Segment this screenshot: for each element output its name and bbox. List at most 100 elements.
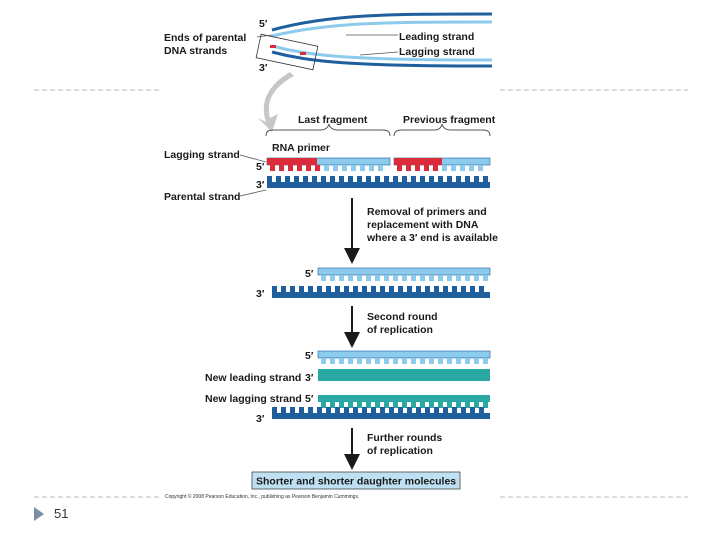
- stage3-parental-strand-base: [326, 407, 331, 414]
- new-lagging-base: [339, 402, 344, 408]
- previous-fragment-dna-base: [451, 165, 456, 171]
- rna-primer-previous: [394, 158, 442, 165]
- stage2-parental-strand: [272, 292, 490, 298]
- parental-strand-1-base: [402, 176, 407, 183]
- stage2-parental-strand-base: [380, 286, 385, 293]
- stage3-five-prime-b: 5′: [305, 393, 314, 405]
- parental-strand-1-base: [420, 176, 425, 183]
- ends-label-line1: Ends of parental: [164, 32, 246, 44]
- stage3-top-strand-base: [456, 358, 461, 364]
- new-lagging-base: [330, 402, 335, 408]
- stage2-parental-strand-base: [290, 286, 295, 293]
- parental-strand-1-base: [483, 176, 488, 183]
- stage2-five-prime: 5′: [305, 268, 314, 280]
- previous-fragment-dna-base: [442, 165, 447, 171]
- step3-line1: Further rounds: [367, 432, 442, 444]
- stage2-top-strand-base: [375, 275, 380, 281]
- stage2-parental-strand-base: [317, 286, 322, 293]
- new-lagging-base: [384, 402, 389, 408]
- last-fragment-dna-base: [378, 165, 383, 171]
- parental-strand-1-base: [303, 176, 308, 183]
- stage3-top-strand-base: [384, 358, 389, 364]
- stage2-parental-strand-base: [461, 286, 466, 293]
- new-lagging-strand-label: New lagging strand: [205, 393, 302, 405]
- stage2-parental-strand-base: [335, 286, 340, 293]
- last-fragment-dna-base: [351, 165, 356, 171]
- stage3-top-strand-base: [438, 358, 443, 364]
- stage2-parental-strand-base: [434, 286, 439, 293]
- stage3-parental-strand-base: [470, 407, 475, 414]
- step1-line3: where a 3′ end is available: [366, 232, 498, 244]
- stage3-five-prime: 5′: [305, 350, 314, 362]
- result-label: Shorter and shorter daughter molecules: [256, 476, 456, 488]
- rna-primer-base: [424, 165, 429, 171]
- ends-label-line2: DNA strands: [164, 45, 227, 57]
- step2-line1: Second round: [367, 311, 438, 323]
- lagging-strand-label-top: Lagging strand: [399, 46, 475, 58]
- stage3-top-strand-base: [447, 358, 452, 364]
- rna-primer-base: [315, 165, 320, 171]
- step1-line1: Removal of primers and: [367, 206, 487, 218]
- stage2-top-strand-base: [402, 275, 407, 281]
- stage3-parental-strand-base: [389, 407, 394, 414]
- stage3-parental-strand-base: [290, 407, 295, 414]
- step2-line2: of replication: [367, 324, 433, 336]
- last-fragment-brace: [265, 123, 391, 137]
- parental-strand-1-base: [456, 176, 461, 183]
- stage3-parental-strand-base: [362, 407, 367, 414]
- stage2-parental-strand-base: [362, 286, 367, 293]
- step3-line2: of replication: [367, 445, 433, 457]
- new-lagging-base: [474, 402, 479, 408]
- stage2-top-strand-base: [474, 275, 479, 281]
- stage3-top-strand-base: [348, 358, 353, 364]
- rna-primer-base: [279, 165, 284, 171]
- last-fragment-dna-base: [324, 165, 329, 171]
- stage2-parental-strand-base: [299, 286, 304, 293]
- new-leading-strand: [318, 369, 490, 381]
- stage2-top-strand: [317, 267, 491, 276]
- stage3-parental-strand-base: [425, 407, 430, 414]
- parental-strand-1-base: [447, 176, 452, 183]
- copyright-text: Copyright © 2008 Pearson Education, Inc.…: [165, 493, 359, 500]
- stage2-parental-strand-base: [425, 286, 430, 293]
- stage2-parental-strand-base: [371, 286, 376, 293]
- stage3-parental-strand-base: [272, 407, 277, 414]
- stage2-parental-strand-base: [272, 286, 277, 293]
- stage3-top-strand-base: [474, 358, 479, 364]
- dna-strands-layer: [266, 157, 491, 419]
- previous-fragment-dna-base: [469, 165, 474, 171]
- parental-strand-1-base: [384, 176, 389, 183]
- step1-line2: replacement with DNA: [367, 219, 479, 231]
- new-lagging-base: [429, 402, 434, 408]
- rna-primer-label: RNA primer: [272, 142, 330, 154]
- new-lagging-base: [357, 402, 362, 408]
- new-leading-strand-label: New leading strand: [205, 372, 301, 384]
- parental-strand-label: Parental strand: [164, 191, 240, 203]
- stage2-parental-strand-base: [398, 286, 403, 293]
- previous-fragment-label: Previous fragment: [403, 114, 496, 126]
- stage3-top-strand-base: [429, 358, 434, 364]
- top-five-prime: 5′: [259, 18, 268, 30]
- parental-strand-1-base: [267, 176, 272, 183]
- stage3-parental-strand-base: [380, 407, 385, 414]
- parental-strand-1-base: [357, 176, 362, 183]
- last-fragment-label: Last fragment: [298, 114, 368, 126]
- parental-strand-1-base: [465, 176, 470, 183]
- rna-primer-base: [306, 165, 311, 171]
- stage2-top-strand-base: [447, 275, 452, 281]
- stage3-top-strand: [317, 350, 491, 359]
- new-lagging-base: [348, 402, 353, 408]
- last-fragment-dna-base: [369, 165, 374, 171]
- stage2-parental-strand-base: [353, 286, 358, 293]
- stage2-top-strand-base: [330, 275, 335, 281]
- stage3-parental-strand-base: [335, 407, 340, 414]
- stage2-top-strand-base: [483, 275, 488, 281]
- zoom-box: [255, 33, 319, 71]
- rna-primer-base: [288, 165, 293, 171]
- previous-fragment-dna-base: [460, 165, 465, 171]
- stage3-top-strand-base: [402, 358, 407, 364]
- parental-strand-1: [267, 182, 490, 188]
- new-lagging-base: [375, 402, 380, 408]
- stage2-top-strand-base: [321, 275, 326, 281]
